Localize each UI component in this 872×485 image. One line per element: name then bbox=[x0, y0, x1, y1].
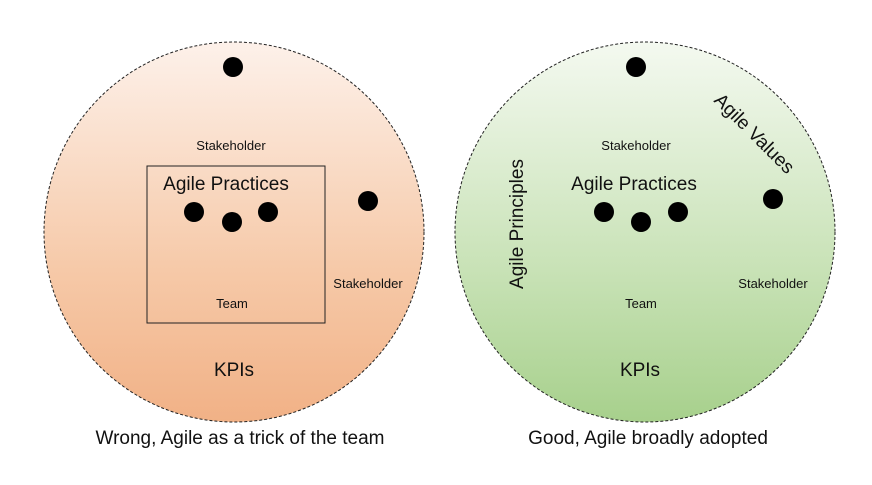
left-organization-circle bbox=[43, 41, 425, 423]
left-practices-label: Agile Practices bbox=[163, 174, 289, 195]
left-team-label: Team bbox=[216, 296, 248, 311]
right-team-label: Team bbox=[625, 296, 657, 311]
left-practices-box bbox=[146, 165, 326, 324]
left-scenario: Stakeholder Agile Practices Team Stakeho… bbox=[43, 41, 425, 423]
right-practices-label: Agile Practices bbox=[571, 174, 697, 195]
right-stakeholder-side-label: Stakeholder bbox=[738, 276, 808, 291]
left-stakeholder-side-label: Stakeholder bbox=[333, 276, 403, 291]
right-organization-circle bbox=[454, 41, 836, 423]
right-stakeholder-top-label: Stakeholder bbox=[601, 138, 671, 153]
left-kpis-label: KPIs bbox=[214, 360, 254, 381]
right-caption: Good, Agile broadly adopted bbox=[528, 428, 768, 449]
right-scenario: Stakeholder Agile Values Agile Principle… bbox=[454, 41, 836, 423]
right-principles-label: Agile Principles bbox=[507, 159, 528, 289]
right-kpis-label: KPIs bbox=[620, 360, 660, 381]
left-caption: Wrong, Agile as a trick of the team bbox=[95, 428, 384, 449]
left-stakeholder-top-label: Stakeholder bbox=[196, 138, 266, 153]
